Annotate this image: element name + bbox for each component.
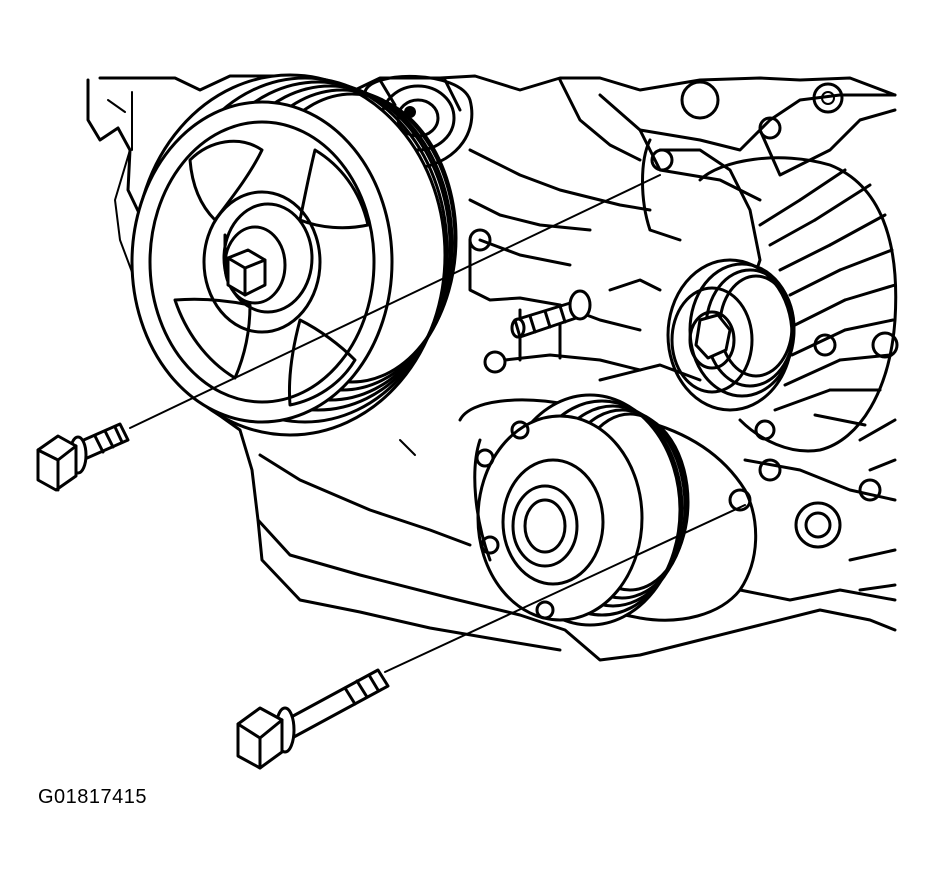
alternator <box>641 138 899 472</box>
stray-mark <box>399 439 416 456</box>
crankshaft-balancer-pulley <box>130 73 458 437</box>
tensioner-bracket <box>468 228 702 382</box>
ac-compressor-pulley <box>473 393 690 627</box>
lower-mounting-bolt <box>236 504 746 770</box>
engine-block-outline <box>86 74 897 662</box>
figure-id-label: G01817415 <box>38 786 148 808</box>
upper-mounting-bolt <box>36 174 661 492</box>
ac-compressor <box>458 398 897 622</box>
cylinder-head-region <box>468 78 897 267</box>
alternator-pulley <box>666 258 796 412</box>
